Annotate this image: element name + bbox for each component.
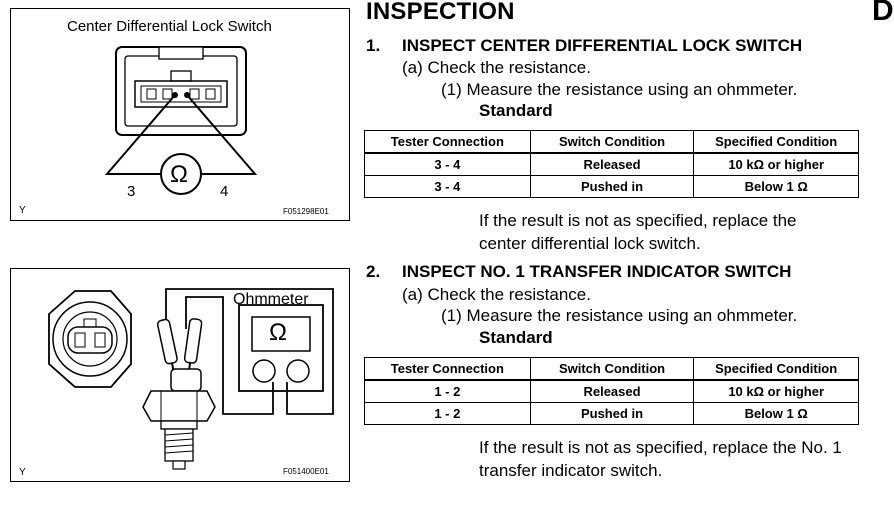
table-row: 3 - 4 Released 10 kΩ or higher	[364, 152, 859, 176]
section2-number: 2.	[366, 262, 381, 281]
table-header-cell: Tester Connection	[364, 357, 531, 381]
page-heading: INSPECTION	[366, 0, 515, 25]
section2-step-1: (1) Measure the resistance using an ohmm…	[441, 306, 798, 325]
section2-standard-label: Standard	[479, 328, 553, 347]
section1-standard-label: Standard	[479, 101, 553, 120]
connector-diagram	[104, 46, 258, 195]
section2-title-text: INSPECT NO. 1 TRANSFER INDICATOR SWITCH	[402, 262, 792, 281]
section2-title: 2. INSPECT NO. 1 TRANSFER INDICATOR SWITC…	[366, 262, 791, 282]
ohm-symbol: Ω	[269, 319, 287, 346]
table-cell: 10 kΩ or higher	[693, 152, 859, 176]
table-header-row: Tester Connection Switch Condition Speci…	[364, 130, 859, 154]
section1-number: 1.	[366, 36, 381, 55]
section1-step-a: (a) Check the resistance.	[402, 58, 591, 77]
section2-spec-table: Tester Connection Switch Condition Speci…	[364, 357, 859, 425]
figure-center-diff-lock-switch: Center Differential Lock Switch Ω 3 4 Y …	[10, 8, 350, 221]
table-cell: Below 1 Ω	[693, 402, 859, 425]
section2-note: If the result is not as specified, repla…	[479, 438, 842, 480]
switch-ohmmeter-diagram	[48, 288, 334, 470]
figure-title: Center Differential Lock Switch	[67, 18, 272, 35]
section1-note: If the result is not as specified, repla…	[479, 211, 797, 253]
ohm-symbol: Ω	[170, 161, 188, 188]
y-mark: Y	[19, 205, 26, 216]
table-cell: Pushed in	[529, 175, 695, 198]
section2-step-a: (a) Check the resistance.	[402, 285, 591, 304]
table-cell: 10 kΩ or higher	[693, 379, 859, 403]
table-cell: 3 - 4	[364, 152, 531, 176]
table-header-cell: Tester Connection	[364, 130, 531, 154]
table-row: 3 - 4 Pushed in Below 1 Ω	[364, 175, 859, 198]
table-header-cell: Specified Condition	[693, 357, 859, 381]
figure-transfer-indicator-switch: Ohmmeter Ω Y F051400E01	[10, 268, 350, 482]
table-row: 1 - 2 Pushed in Below 1 Ω	[364, 402, 859, 425]
section1-title: 1. INSPECT CENTER DIFFERENTIAL LOCK SWITC…	[366, 36, 802, 56]
table-cell: Released	[529, 379, 695, 403]
section1-spec-table: Tester Connection Switch Condition Speci…	[364, 130, 859, 198]
table-header-cell: Switch Condition	[529, 357, 695, 381]
table-header-cell: Specified Condition	[693, 130, 859, 154]
table-cell: 3 - 4	[364, 175, 531, 198]
table-cell: 1 - 2	[364, 379, 531, 403]
corner-letter: D	[872, 0, 894, 27]
ohmmeter-label: Ohmmeter	[233, 291, 309, 308]
section1-title-text: INSPECT CENTER DIFFERENTIAL LOCK SWITCH	[402, 36, 803, 55]
table-header-cell: Switch Condition	[529, 130, 695, 154]
table-header-row: Tester Connection Switch Condition Speci…	[364, 357, 859, 381]
table-cell: Released	[529, 152, 695, 176]
table-cell: 1 - 2	[364, 402, 531, 425]
terminal-3-label: 3	[127, 183, 136, 200]
figure-code: F051298E01	[283, 207, 329, 216]
y-mark: Y	[19, 467, 26, 478]
section1-step-1: (1) Measure the resistance using an ohmm…	[441, 80, 798, 99]
table-row: 1 - 2 Released 10 kΩ or higher	[364, 379, 859, 403]
figure-code: F051400E01	[283, 467, 329, 476]
table-cell: Below 1 Ω	[693, 175, 859, 198]
terminal-4-label: 4	[220, 183, 229, 200]
table-cell: Pushed in	[529, 402, 695, 425]
